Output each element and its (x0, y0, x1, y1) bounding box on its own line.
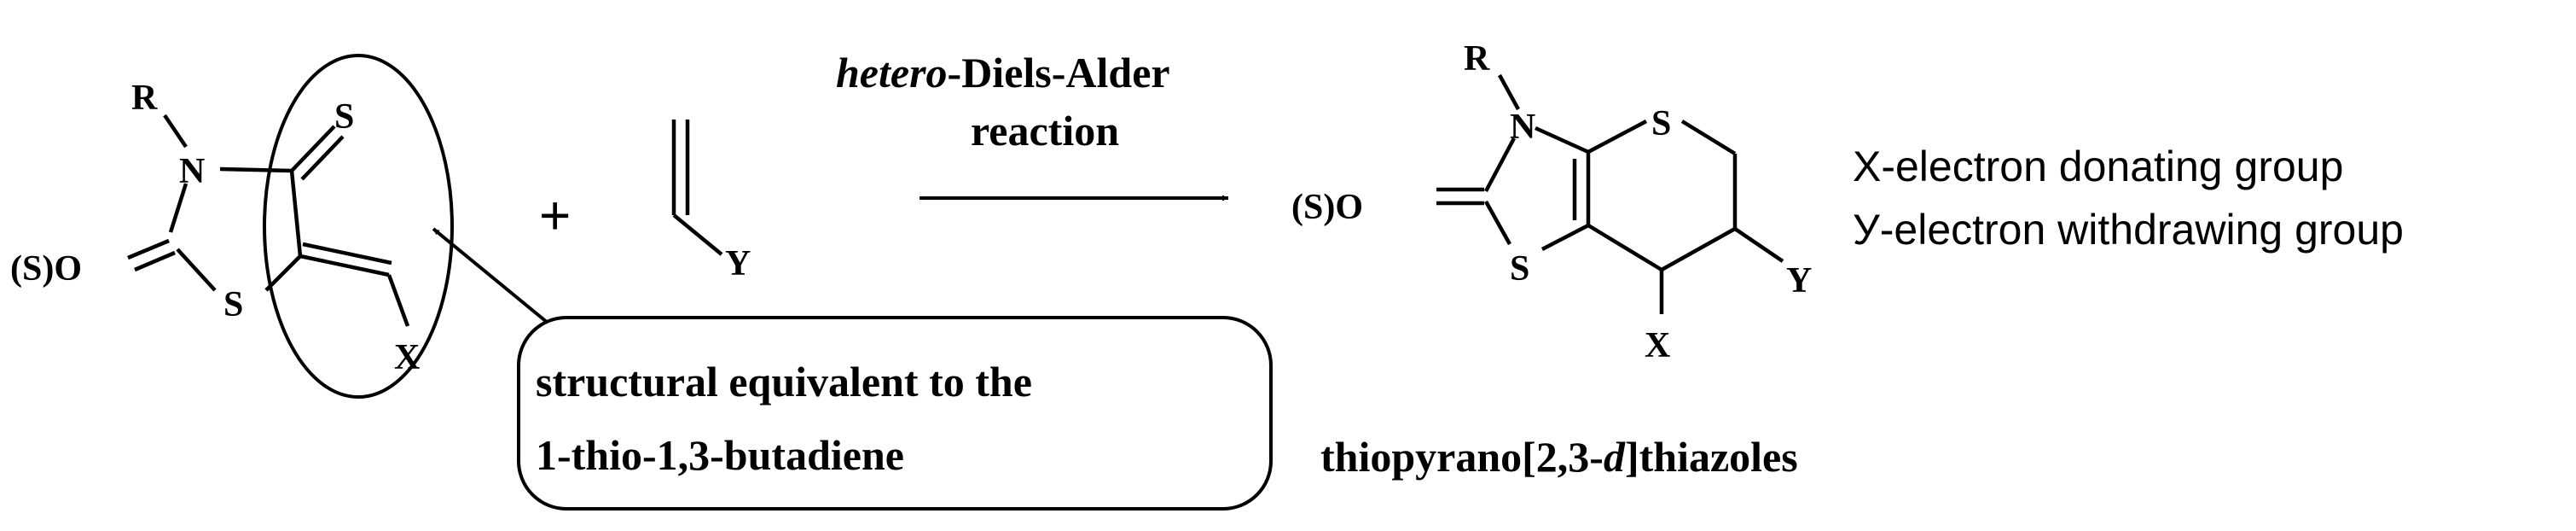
product-o-group-label: (S)O (1291, 188, 1363, 227)
dienophile-structure (671, 120, 723, 256)
reactant-thione-s-label: S (334, 97, 354, 137)
product-y-label: Y (1786, 261, 1812, 301)
arrow-label-rest: -Diels-Alder (948, 49, 1170, 96)
callout-pointer-arrow (432, 227, 549, 324)
bond-n-r (163, 114, 188, 149)
reactant-structure (127, 54, 454, 399)
product-s-top-label: S (1651, 104, 1671, 143)
arrow-label-italic: hetero (836, 49, 948, 96)
product-name-italic: d (1604, 433, 1626, 481)
product-bond-chy-y (1733, 227, 1784, 263)
product-bond-n-c2 (1484, 137, 1516, 193)
dienophile-bond-y (672, 213, 723, 256)
legend-acceptor-line: У-electron withdrawing group (1853, 206, 2404, 254)
reactant-x-label: X (394, 338, 420, 377)
dienophile-y-label: Y (725, 244, 751, 283)
product-bond-chx-c7a (1587, 224, 1663, 271)
bond-c5-c4 (289, 170, 303, 257)
plus-sign: + (539, 184, 571, 246)
bond-c5-ch (299, 254, 390, 277)
product-r-label: R (1464, 39, 1490, 79)
product-bond-c2-s (1484, 200, 1511, 246)
product-bond-s-c7a (1540, 224, 1590, 251)
bond-c5-ch-2 (302, 242, 392, 266)
reactant-n-label: N (179, 152, 205, 191)
product-name-prefix: thiopyrano[2,3- (1320, 433, 1604, 481)
product-n-label: N (1510, 108, 1535, 147)
reactant-r-label: R (131, 79, 158, 118)
product-bond-c3a-n (1535, 125, 1589, 155)
bond-ch-x (386, 274, 410, 327)
bond-c4-s-2 (300, 135, 345, 181)
product-bond-c3a-stop (1587, 120, 1648, 154)
callout-box (517, 316, 1273, 511)
product-bond-chy-chx (1660, 227, 1737, 271)
reactant-o-group-label: (S)O (10, 249, 82, 289)
bond-s1-c5 (264, 254, 302, 292)
callout-line1: structural equivalent to the (536, 358, 1032, 406)
bond-c2-o (127, 238, 170, 260)
bond-c4-n (219, 166, 293, 173)
product-structure (1436, 73, 1784, 314)
bond-c2-s1 (176, 248, 217, 292)
product-bond-stop-ch2 (1680, 120, 1737, 155)
product-name-suffix: ]thiazoles (1625, 433, 1798, 481)
reactant-ring-s-label: S (223, 285, 243, 324)
diene-highlight-ellipse (263, 54, 454, 399)
bond-c2-o-2 (134, 250, 176, 272)
product-name: thiopyrano[2,3-d]thiazoles (1320, 433, 1798, 481)
bond-c4-s (290, 125, 336, 172)
bond-n-c2 (168, 183, 189, 233)
arrow-label-line2: reaction (971, 107, 1119, 155)
product-bond-n-r (1498, 73, 1520, 111)
legend-donor-line: X-electron donating group (1853, 143, 2343, 190)
callout-line2: 1-thio-1,3-butadiene (536, 431, 904, 479)
product-s-bottom-label: S (1510, 249, 1529, 289)
product-x-label: X (1645, 326, 1670, 365)
arrow-label-line1: hetero-Diels-Alder (836, 49, 1170, 96)
